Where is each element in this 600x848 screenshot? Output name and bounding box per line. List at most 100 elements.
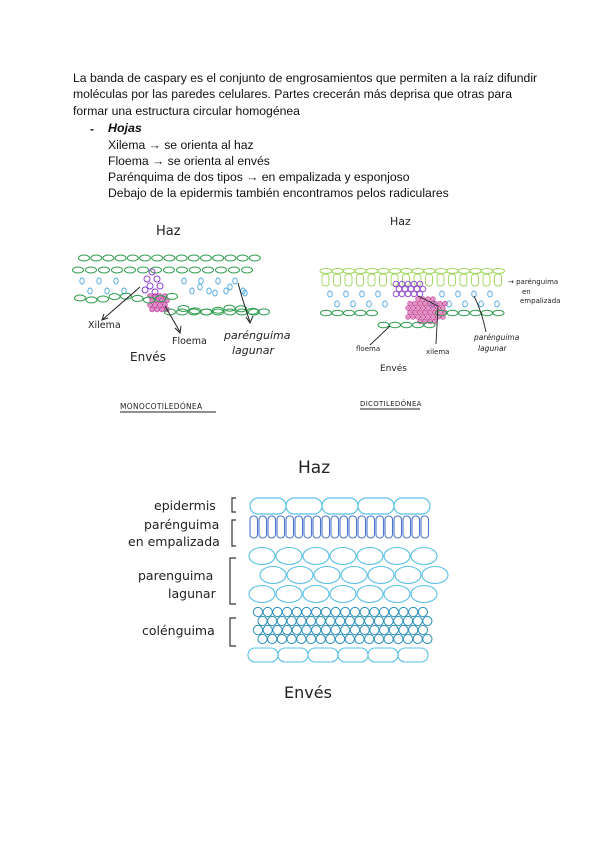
collenchyma-cell <box>349 624 361 636</box>
epidermis-cell <box>367 647 399 663</box>
palisade-cell <box>356 273 364 287</box>
phloem-cell <box>425 305 431 311</box>
epidermis-cell <box>343 309 355 317</box>
palisade-cell <box>420 515 430 539</box>
dicot-phloem <box>405 296 448 325</box>
collenchyma-cell <box>325 615 336 627</box>
epidermis-cell <box>108 293 121 301</box>
spongy-cell <box>329 546 357 566</box>
palisade-cell <box>333 273 341 287</box>
phloem-cell <box>440 305 446 311</box>
phloem-cell <box>430 296 436 302</box>
epidermis-cell <box>400 268 413 274</box>
collenchyma-cell <box>408 606 419 618</box>
spongy-cell <box>302 584 330 604</box>
phloem-cell <box>430 305 436 311</box>
epidermis-cell <box>366 309 378 317</box>
collenchyma-cell <box>373 615 384 627</box>
monocot-lower-epidermis <box>74 292 270 316</box>
collenchyma-cell <box>276 615 287 627</box>
monocot-upper-epidermis <box>72 254 261 274</box>
collenchyma-cell <box>252 624 264 636</box>
big-haz-label: Haz <box>298 458 331 478</box>
epidermis-cell <box>393 497 431 515</box>
big-empalizada-label-1: parénguima <box>144 517 220 532</box>
phloem-cell <box>427 309 433 316</box>
spongy-cell <box>478 300 484 308</box>
phloem-cell <box>422 309 428 316</box>
spongy-cell <box>356 584 384 604</box>
palisade-cell <box>357 515 367 539</box>
mesophyll-cell <box>96 277 102 285</box>
collenchyma-cell <box>340 624 351 636</box>
phloem-cell <box>412 300 418 307</box>
big-upper-epidermis <box>249 497 431 515</box>
epidermis-cell <box>177 304 190 312</box>
monocot-mesophyll <box>79 277 248 297</box>
mono-enves-label: Envés <box>130 350 166 364</box>
collenchyma-cell <box>301 606 312 618</box>
big-epidermis-label: epidermis <box>154 498 216 513</box>
collenchyma-cell <box>282 606 293 618</box>
collenchyma-cell <box>305 615 317 627</box>
collenchyma-cell <box>354 633 365 645</box>
spongy-cell <box>462 300 468 308</box>
palisade-cell <box>294 515 304 539</box>
epidermis-cell <box>241 266 253 274</box>
epidermis-cell <box>212 254 225 262</box>
epidermis-cell <box>457 268 471 274</box>
collenchyma-cell <box>398 624 409 636</box>
spongy-cell <box>421 565 449 585</box>
collenchyma-cell <box>315 633 326 645</box>
xylem-cell <box>404 290 412 298</box>
palisade-cell <box>393 515 403 539</box>
phloem-cell <box>159 306 165 313</box>
mesophyll-cell <box>113 277 119 285</box>
collenchyma-cell <box>344 633 355 645</box>
epidermis-cell <box>98 266 110 274</box>
epidermis-cell <box>163 254 176 262</box>
big-empalizada-label-2: en empalizada <box>128 534 220 549</box>
collenchyma-cell <box>344 615 355 627</box>
collenchyma-cell <box>417 624 428 636</box>
big-colenquima-label: colénguima <box>142 623 215 638</box>
spongy-cell <box>248 584 276 604</box>
dico-empalizada-label-2: en <box>522 288 531 296</box>
palisade-cell <box>321 273 330 287</box>
mono-caption: MONOCOTILEDÓNEA <box>120 402 203 411</box>
phloem-cell <box>159 297 165 304</box>
epidermis-cell <box>342 268 356 274</box>
epidermis-cell <box>397 647 429 663</box>
bullet-marker: - <box>90 122 95 136</box>
collenchyma-cell <box>373 633 384 645</box>
dicot-leaf-diagram <box>319 268 505 410</box>
collenchyma-cell <box>291 606 302 618</box>
epidermis-cell <box>331 309 344 317</box>
spongy-cell <box>286 565 314 585</box>
mesophyll-cell <box>223 287 229 295</box>
phloem-cell <box>420 305 426 311</box>
collenchyma-cell <box>282 624 293 636</box>
palisade-cell <box>482 273 491 287</box>
big-spongy-parenchyma <box>248 546 449 604</box>
collenchyma-cell <box>320 624 331 636</box>
mesophyll-cell <box>232 277 238 285</box>
epidermis-cell <box>458 309 470 317</box>
epidermis-cell <box>224 254 237 262</box>
palisade-cell <box>366 515 376 539</box>
phloem-cell <box>405 314 411 320</box>
mono-parenquima-label: parénguima <box>224 329 291 342</box>
mono-xilema-label: Xilema <box>88 320 121 331</box>
palisade-cell <box>285 515 295 539</box>
mono-floema-label: Floema <box>172 336 207 347</box>
collenchyma-cell <box>267 633 278 645</box>
spongy-cell <box>327 290 333 298</box>
xylem-cell <box>143 275 151 283</box>
spongy-cell <box>343 290 349 298</box>
collenchyma-cell <box>305 633 317 645</box>
spongy-cell <box>359 290 365 298</box>
phloem-cell <box>410 314 416 320</box>
epidermis-cell <box>319 268 333 274</box>
xylem-cell <box>392 290 400 298</box>
spongy-cell <box>340 565 368 585</box>
